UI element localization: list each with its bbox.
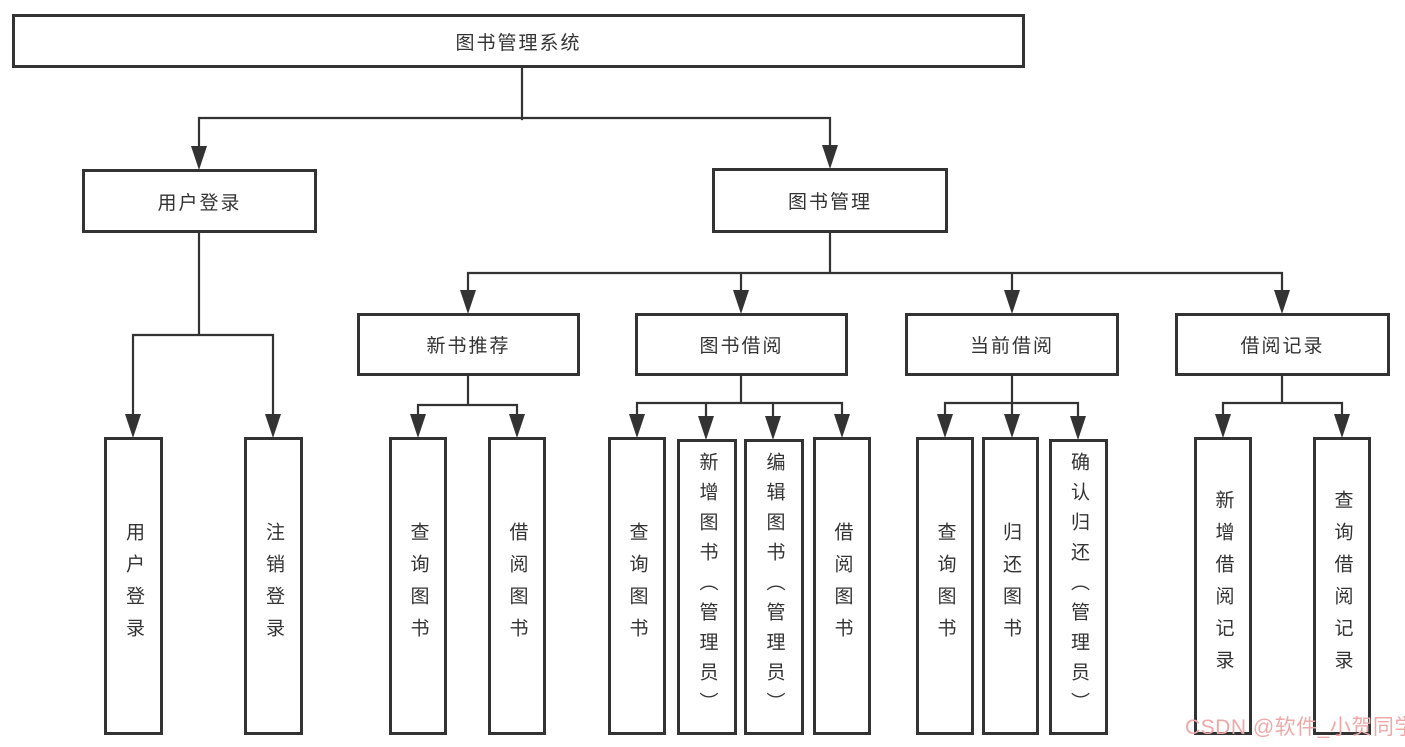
node-label: 借阅记录 (1240, 336, 1325, 357)
node-label: 图书借阅 (699, 336, 784, 357)
node-label: 当前借阅 (969, 336, 1054, 357)
leaf-label: 用户登录 (123, 522, 144, 650)
node-label: 图书管理 (787, 192, 872, 213)
leaf-edit-books-admin: 编辑图书（管理员） (744, 439, 804, 735)
leaf-label: 新增借阅记录 (1212, 490, 1234, 682)
csdn-watermark: CSDN @软件_小贺同学 (1185, 716, 1405, 739)
leaf-borrow-books: 借阅图书 (813, 437, 871, 735)
leaf-confirm-return-admin: 确认归还（管理员） (1049, 439, 1108, 735)
node-label: 新书推荐 (426, 336, 511, 357)
leaf-borrow-books-recommend: 借阅图书 (488, 437, 546, 735)
leaf-label: 编辑图书（管理员） (763, 452, 785, 722)
leaf-label: 查询图书 (407, 522, 429, 650)
leaf-label: 查询借阅记录 (1331, 490, 1353, 682)
leaf-query-books-borrowing: 查询图书 (608, 437, 666, 735)
leaf-label: 查询图书 (934, 522, 956, 650)
leaf-query-borrow-record: 查询借阅记录 (1313, 437, 1371, 735)
node-current-borrowing: 当前借阅 (905, 313, 1119, 376)
leaf-user-login: 用户登录 (104, 437, 163, 735)
leaf-label: 新增图书（管理员） (696, 452, 718, 722)
node-new-book-recommendation: 新书推荐 (357, 313, 580, 376)
leaf-label: 借阅图书 (831, 522, 853, 650)
leaf-query-books-recommend: 查询图书 (389, 437, 447, 735)
leaf-label: 查询图书 (626, 522, 648, 650)
leaf-query-books-current: 查询图书 (916, 437, 974, 735)
leaf-label: 确认归还（管理员） (1068, 452, 1089, 722)
leaf-logout: 注销登录 (244, 437, 303, 735)
leaf-add-books-admin: 新增图书（管理员） (677, 439, 737, 735)
node-borrowing-records: 借阅记录 (1175, 313, 1390, 376)
node-book-management: 图书管理 (712, 168, 948, 233)
node-library-management-system: 图书管理系统 (12, 14, 1025, 68)
leaf-return-books: 归还图书 (982, 437, 1039, 735)
leaf-label: 归还图书 (1000, 522, 1021, 650)
leaf-label: 注销登录 (263, 522, 284, 650)
node-book-borrowing: 图书借阅 (635, 313, 848, 376)
leaf-add-borrow-record: 新增借阅记录 (1194, 437, 1252, 735)
node-label: 图书管理系统 (455, 32, 582, 54)
leaf-label: 借阅图书 (506, 522, 528, 650)
node-user-login: 用户登录 (82, 169, 317, 233)
node-label: 用户登录 (157, 192, 242, 214)
